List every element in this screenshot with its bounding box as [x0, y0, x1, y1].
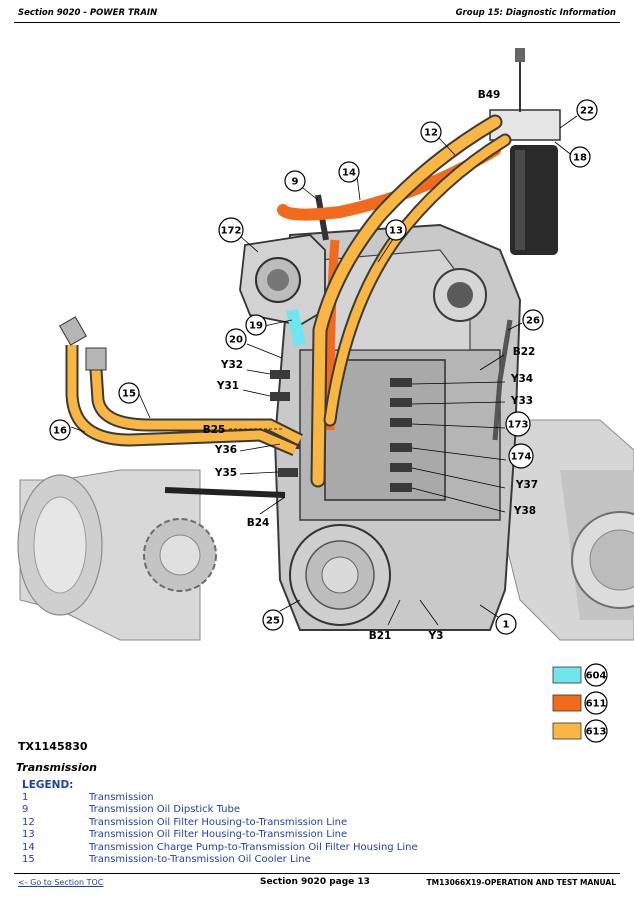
callout-text: 13 — [389, 226, 403, 237]
group-title: Group 15: Diagnostic Information — [455, 8, 616, 18]
callout-25: 25 — [262, 609, 284, 631]
part-label-Y34: Y34 — [510, 373, 533, 385]
transmission-diagram: 22 18 12 14 9 13 172 19 20 26 173 174 1 25 15 16 B49B22… — [17, 48, 634, 743]
part-label-B24: B24 — [247, 517, 270, 529]
part-label-Y36: Y36 — [214, 444, 237, 456]
callout-text: 173 — [508, 420, 529, 431]
part-label-Y35: Y35 — [214, 467, 237, 479]
callout-18: 18 — [569, 146, 591, 168]
color-key-604: 604 — [552, 663, 608, 687]
color-key-code: 611 — [586, 699, 607, 710]
page-number: Section 9020 page 13 — [260, 877, 370, 887]
oil-filter — [489, 48, 561, 255]
figure-title: Transmission — [16, 761, 98, 774]
part-label-B21: B21 — [369, 630, 392, 642]
legend-number: 13 — [22, 829, 35, 841]
manual-title: TM13066X19-OPERATION AND TEST MANUAL — [426, 878, 616, 887]
figure-id: TX1145830 — [18, 740, 88, 753]
legend-description: Transmission Oil Filter Housing-to-Trans… — [89, 829, 348, 841]
header-rule — [14, 22, 620, 23]
callout-9: 9 — [284, 170, 306, 192]
callout-text: 19 — [249, 321, 263, 332]
legend-description: Transmission Oil Filter Housing-to-Trans… — [89, 816, 348, 828]
cyan-line — [286, 308, 306, 347]
callout-13: 13 — [385, 219, 407, 241]
callout-text: 22 — [580, 106, 594, 117]
callout-text: 14 — [342, 168, 356, 179]
legend-number: 14 — [22, 841, 35, 853]
legend-list: 1 Transmission 9 Transmission Oil Dipstick … — [22, 792, 542, 866]
page-footer: <- Go to Section TOC Section 9020 page 1… — [0, 870, 634, 898]
callout-26: 26 — [522, 309, 544, 331]
callout-text: 16 — [53, 426, 67, 437]
part-label-B49: B49 — [478, 89, 501, 101]
callout-text: 172 — [221, 226, 242, 237]
legend-description: Transmission — [89, 792, 154, 803]
legend-description: Transmission-to-Transmission Oil Cooler … — [89, 853, 311, 865]
page-header: Section 9020 - POWER TRAIN Group 15: Dia… — [0, 0, 634, 28]
legend-item: 12 Transmission Oil Filter Housing-to-Tra… — [22, 817, 542, 829]
color-key-code: 604 — [586, 671, 607, 682]
color-key-613: 613 — [552, 719, 608, 743]
color-key-611: 611 — [552, 691, 608, 715]
legend-item: 15 Transmission-to-Transmission Oil Coole… — [22, 854, 542, 866]
part-label-Y3: Y3 — [428, 630, 444, 642]
color-key: 604 611 613 — [552, 663, 608, 743]
section-title: Section 9020 - POWER TRAIN — [18, 8, 158, 18]
legend-number: 15 — [22, 853, 35, 865]
footer-rule — [14, 873, 620, 874]
legend-item: 14 Transmission Charge Pump-to-Transmissi… — [22, 842, 542, 854]
legend-description: Transmission Oil Dipstick Tube — [89, 804, 241, 816]
callout-20: 20 — [225, 328, 247, 350]
callout-14: 14 — [338, 161, 360, 183]
callout-15: 15 — [118, 382, 140, 404]
part-label-Y38: Y38 — [513, 505, 536, 517]
callout-text: 15 — [122, 389, 136, 400]
section-toc-link[interactable]: <- Go to Section TOC — [18, 878, 104, 887]
part-label-Y32: Y32 — [220, 359, 243, 371]
callout-12: 12 — [420, 121, 442, 143]
legend-description: Transmission Charge Pump-to-Transmission… — [89, 841, 418, 853]
callout-text: 18 — [573, 153, 587, 164]
legend-heading: LEGEND: — [22, 779, 74, 791]
callout-group: 22 18 12 14 9 13 172 19 20 26 173 174 1 25 15 16 — [49, 99, 598, 635]
callout-16: 16 — [49, 419, 71, 441]
callout-174: 174 — [508, 443, 534, 469]
legend-item: 9 Transmission Oil Dipstick Tube — [22, 804, 542, 816]
part-label-Y37: Y37 — [515, 479, 538, 491]
callout-text: 174 — [511, 452, 532, 463]
callout-text: 1 — [503, 620, 510, 631]
right-axle-housing — [499, 419, 634, 641]
callout-19: 19 — [245, 314, 267, 336]
callout-22: 22 — [576, 99, 598, 121]
charge-pump-housing — [239, 234, 326, 326]
legend-number: 1 — [22, 792, 29, 803]
callout-text: 12 — [424, 128, 438, 139]
callout-173: 173 — [505, 411, 531, 437]
right-line — [492, 319, 513, 441]
legend-item: 1 Transmission — [22, 792, 542, 804]
callout-text: 20 — [229, 335, 243, 346]
callout-text: 25 — [266, 616, 280, 627]
legend-number: 12 — [22, 816, 35, 828]
dark-tube — [164, 487, 286, 498]
legend-number: 9 — [22, 804, 29, 816]
left-axle-housing — [17, 469, 217, 641]
callout-1: 1 — [495, 613, 517, 635]
color-key-code: 613 — [586, 727, 607, 738]
callout-text: 9 — [292, 177, 299, 188]
part-label-B25: B25 — [203, 424, 226, 436]
callout-text: 26 — [526, 316, 540, 327]
callout-172: 172 — [218, 217, 244, 243]
legend-item: 13 Transmission Oil Filter Housing-to-Tra… — [22, 829, 542, 841]
part-label-Y33: Y33 — [510, 395, 533, 407]
part-label-B22: B22 — [513, 346, 536, 358]
part-label-Y31: Y31 — [216, 380, 239, 392]
